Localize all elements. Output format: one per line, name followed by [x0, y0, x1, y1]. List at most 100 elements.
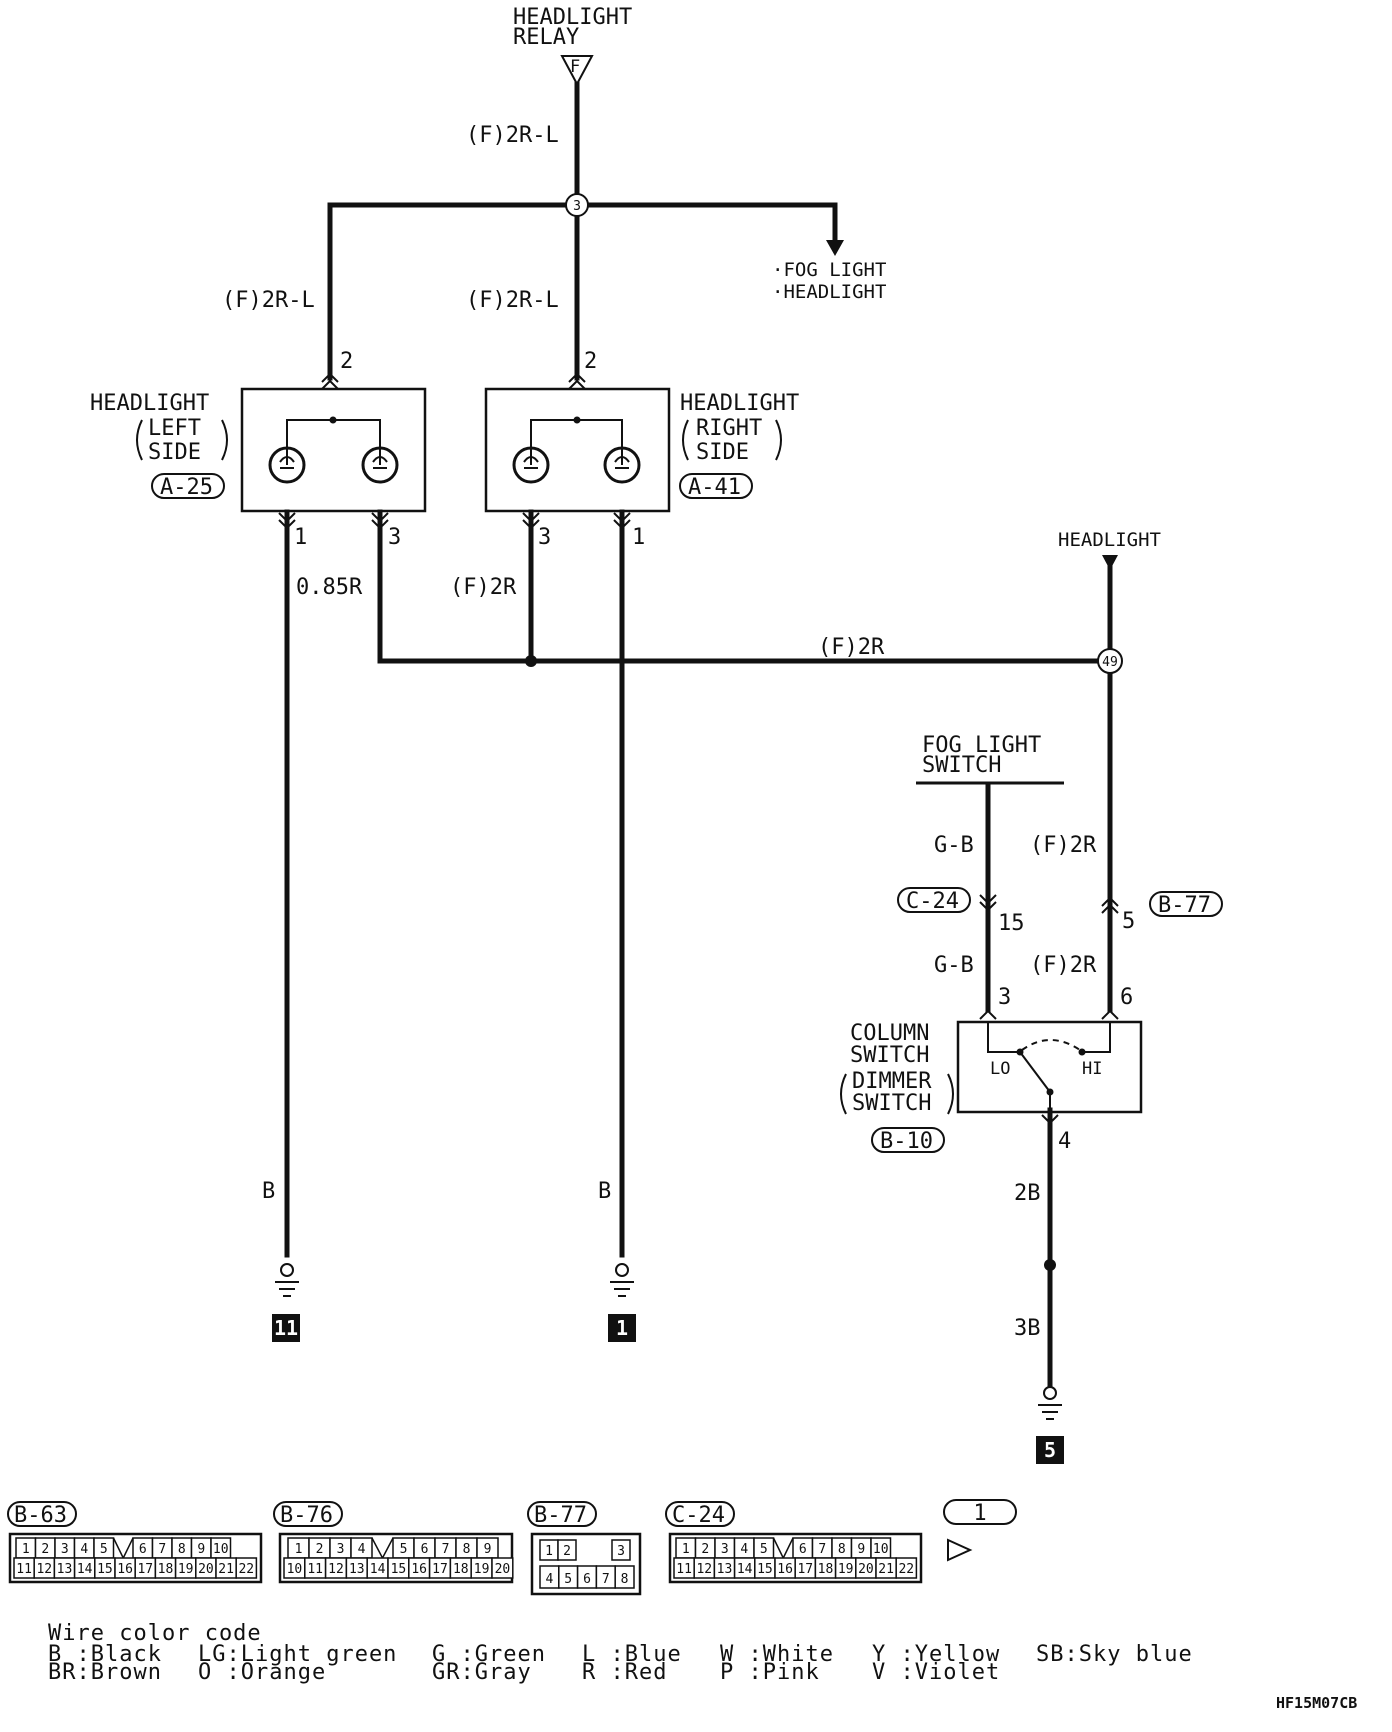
connector-key-mark [772, 1537, 794, 1560]
column-connector-label: B-10 [880, 1129, 933, 1154]
wire-label-left-ground: B [262, 1179, 275, 1204]
connector-pin-number: 1 [295, 1542, 303, 1557]
legend-item: W :White [720, 1642, 834, 1667]
headlight-left-inner [286, 419, 381, 465]
headlight-left-line1: HEADLIGHT [90, 391, 209, 416]
ground-left: 11 [272, 1263, 300, 1342]
legend-item: G :Green [432, 1642, 546, 1667]
connector-pin-number: 3 [617, 1544, 625, 1559]
legend-item: R :Red [582, 1660, 667, 1685]
connector-pin-number: 2 [316, 1542, 324, 1557]
connector-pin-cell [491, 1557, 514, 1579]
ground-right-icon [615, 1263, 629, 1277]
junction-49 [1097, 648, 1123, 674]
connector-pin-cell [614, 1565, 635, 1589]
legend-item: L :Blue [582, 1642, 682, 1667]
connector-pin-number: 6 [421, 1542, 429, 1557]
column-lever [1019, 1051, 1051, 1093]
connector-c24-view-label: C-24 [672, 1503, 725, 1528]
connector-pin-number: 2 [41, 1542, 49, 1557]
connector-b77-oval [1149, 891, 1223, 917]
filament-1 [279, 456, 295, 469]
column-pin-lo: 3 [998, 985, 1011, 1010]
bulb-hi-right-icon [512, 446, 550, 484]
wire-label-right-pin3: (F)2R [450, 575, 517, 600]
headlight-right-pin-top: 2 [584, 349, 597, 374]
legend-item: SB:Sky blue [1036, 1642, 1193, 1667]
branch-label-line1: ·FOG LIGHT [772, 259, 886, 281]
connector-pin-number: 17 [137, 1562, 153, 1577]
headlight-right-line1: HEADLIGHT [680, 391, 799, 416]
wire-label-fog-to-col: G-B [934, 953, 974, 978]
ground-column-icon [1043, 1386, 1057, 1400]
connector-view-one: 1 [943, 1499, 1017, 1562]
column-hi-lead [1082, 1022, 1111, 1053]
column-switch-line4: SWITCH [852, 1091, 931, 1116]
wire-label-left-pin1: 0.85R [296, 575, 363, 600]
connector-pin-number: 18 [818, 1562, 834, 1577]
connector-key-mark [112, 1537, 134, 1560]
connector-pin-number: 22 [898, 1562, 914, 1577]
connector-pin-number: 1 [545, 1544, 553, 1559]
headlight-relay: HEADLIGHT RELAY F [513, 5, 632, 87]
connector-pin-number: 5 [400, 1542, 408, 1557]
connector-pin-number: 3 [337, 1542, 345, 1557]
ground-column-label: 5 [1044, 1438, 1056, 1462]
connector-c24-pin: 15 [998, 911, 1025, 936]
wire-label-col-out: 2B [1014, 1181, 1041, 1206]
connector-pin-number: 7 [158, 1542, 166, 1557]
connector-pin-number: 11 [307, 1562, 323, 1577]
connector-a41-oval [679, 473, 753, 499]
connector-pin-number: 20 [198, 1562, 214, 1577]
ground-left-icon [280, 1263, 294, 1277]
legend-item: GR:Gray [432, 1660, 532, 1685]
splice-dot [525, 655, 537, 667]
legend-item: BR:Brown [48, 1660, 162, 1685]
ground-right: 1 [608, 1263, 636, 1342]
column-switch-line1: COLUMN [850, 1021, 929, 1046]
connector-pin-number: 13 [349, 1562, 365, 1577]
connector-pin-number: 14 [737, 1562, 753, 1577]
branch-label-line2: ·HEADLIGHT [772, 281, 886, 303]
connector-c24-oval [897, 887, 971, 913]
connector-a25-oval [151, 473, 225, 499]
headlight-right-pin-a: 3 [538, 525, 551, 550]
connector-b77-label: B-77 [534, 1503, 587, 1528]
connector-a25-label: A-25 [160, 475, 213, 500]
wire-label-relay-out: (F)2R-L [466, 123, 559, 148]
headlight-left: HEADLIGHT LEFT SIDE 2 1 3 A-25 [90, 349, 427, 550]
connector-pin-number: 17 [432, 1562, 448, 1577]
relay-label-line2: RELAY [513, 25, 579, 50]
bulb-lo-left-icon [268, 446, 306, 484]
connector-pin-number: 7 [602, 1572, 610, 1587]
connector-pin-number: 7 [442, 1542, 450, 1557]
column-lo-lead [987, 1022, 1020, 1053]
connector-pin-number: 8 [463, 1542, 471, 1557]
connector-pin-number: 15 [757, 1562, 773, 1577]
connector-pin-number: 1 [22, 1542, 30, 1557]
bulb-lo-right-icon [603, 446, 641, 484]
connector-pin-number: 20 [858, 1562, 874, 1577]
connector-pin-number: 14 [77, 1562, 93, 1577]
junction-3 [565, 193, 589, 217]
connector-chevrons [278, 372, 1119, 1125]
column-pin-hi: 6 [1120, 985, 1133, 1010]
column-hi-label: HI [1082, 1059, 1102, 1079]
connector-pin-number: 10 [213, 1542, 229, 1557]
connector-pin-number: 19 [474, 1562, 490, 1577]
connector-one-arrow-icon [947, 1538, 973, 1562]
headlight-left-pin-top: 2 [340, 349, 353, 374]
connector-pin-number: 4 [545, 1572, 553, 1587]
legend-item: V :Violet [872, 1660, 1000, 1685]
connector-pin-number: 19 [178, 1562, 194, 1577]
branch-arrow-icon [826, 240, 844, 256]
wire-label-right-ground: B [598, 1179, 611, 1204]
connector-pin-number: 21 [218, 1562, 234, 1577]
connector-b76-label: B-76 [280, 1503, 333, 1528]
connector-b77-inline-label: B-77 [1158, 893, 1211, 918]
